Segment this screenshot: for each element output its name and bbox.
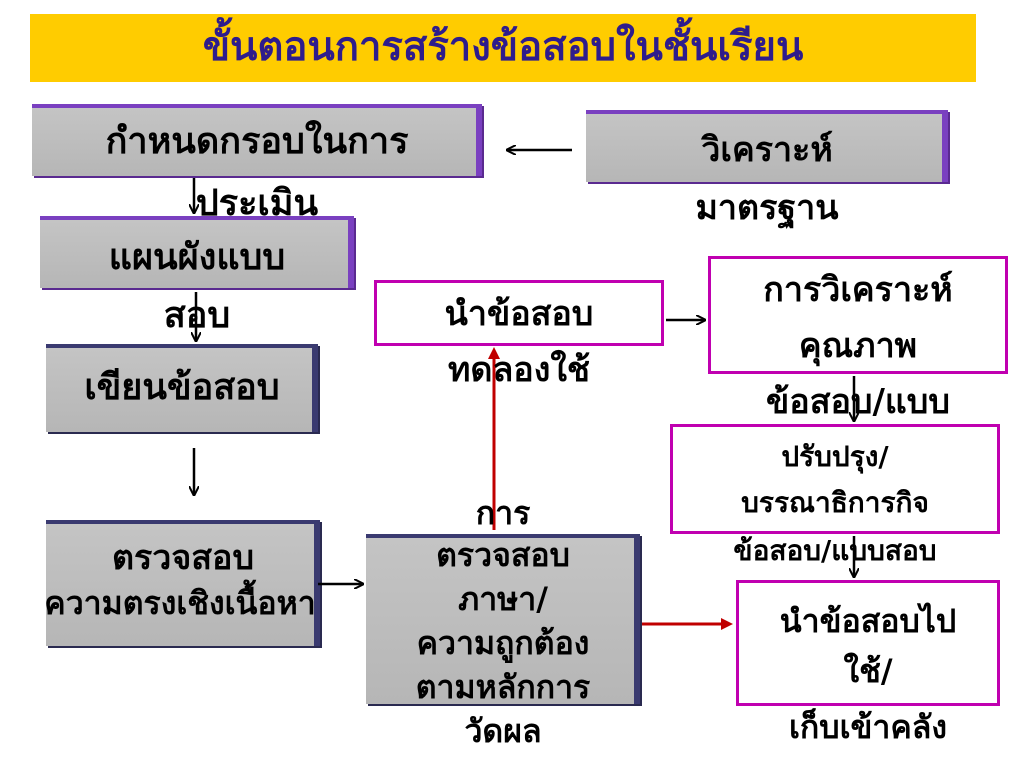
use-label-3: เก็บเข้าคลัง [788,708,948,746]
language-check-label-2: ตรวจสอบ [436,536,570,574]
quality-label-2: คุณภาพ [798,326,918,366]
tryout-label-1: นำข้อสอบ [444,294,594,334]
content-validity-label-2: ความตรงเชิงเนื้อหา [44,584,316,622]
improve-label-1: ปรับปรุง/ [781,440,889,473]
title-bar [30,14,976,82]
page-title: ขั้นตอนการสร้างข้อสอบในชั้นเรียน [202,24,804,70]
language-check-label-6: วัดผล [464,712,542,750]
use-label-1: นำข้อสอบไป [779,602,957,640]
content-validity-box [46,520,320,646]
language-check-label-1: การ [475,494,531,532]
language-check-box [366,534,640,704]
write-label: เขียนข้อสอบ [84,367,280,408]
quality-label-3: ข้อสอบ/แบบ [766,382,950,422]
tryout-box [374,280,664,346]
standards-label-1: วิเคราะห์ [701,130,833,170]
improve-label-2: บรรณาธิการกิจ [741,486,929,519]
use-box [736,580,1000,706]
framework-label-1: กำหนดกรอบในการ [105,121,409,162]
standards-label-2: มาตรฐาน [695,188,839,228]
language-check-label-4: ความถูกต้อง [416,624,590,662]
quality-label-1: การวิเคราะห์ [763,270,953,310]
language-check-label-5: ตามหลักการ [415,668,591,706]
quality-box [708,256,1008,374]
blueprint-box [40,216,354,288]
framework-box [32,104,482,176]
blueprint-label-1: แผนผังแบบ [108,237,286,278]
blueprint-label-2: สอบ [163,295,231,336]
framework-label-2: ประเมิน [195,183,319,224]
improve-label-3: ข้อสอบ/แบบสอบ [733,534,937,567]
improve-box [670,424,1000,534]
use-label-2: ใช้/ [843,652,893,690]
language-check-label-3: ภาษา/ [458,580,548,618]
write-box [46,344,318,432]
tryout-label-2: ทดลองใช้ [447,350,591,390]
standards-box [586,110,948,182]
content-validity-label-1: ตรวจสอบ [111,538,255,578]
